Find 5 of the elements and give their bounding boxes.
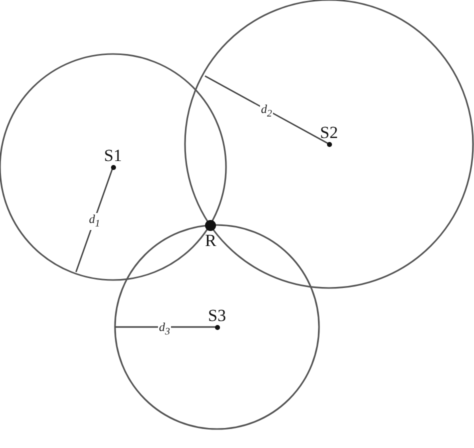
- point-label: S2: [320, 124, 338, 141]
- point-label: S1: [104, 147, 122, 164]
- distance-label: d$_{1}$: [88, 213, 101, 230]
- point-label: R: [205, 232, 216, 249]
- point-label: S3: [208, 307, 226, 324]
